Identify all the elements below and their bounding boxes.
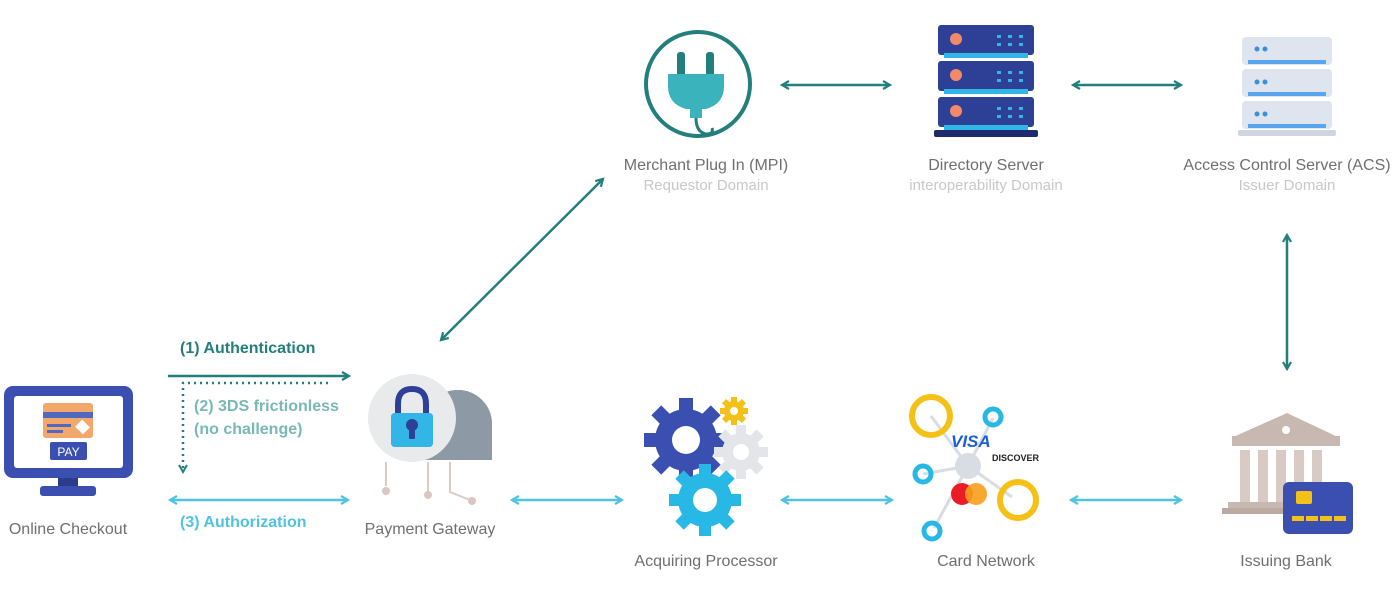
- arrow-gateway-mpi: [441, 179, 603, 340]
- step-authentication-label: (1) Authentication: [180, 340, 316, 357]
- light-server-icon: [1238, 37, 1336, 136]
- step-frictionless-line1: (2) 3DS frictionless: [194, 398, 339, 415]
- card-network-label: Card Network: [937, 553, 1035, 570]
- issuing-bank-label: Issuing Bank: [1240, 553, 1332, 570]
- step-frictionless-line2: (no challenge): [194, 421, 303, 438]
- step-frictionless-label: (2) 3DS frictionless (no challenge): [194, 395, 339, 441]
- directory-server-label-group: Directory Server interoperability Domain: [876, 157, 1096, 194]
- online-checkout-label: Online Checkout: [8, 521, 128, 538]
- visa-logo: VISA: [951, 432, 991, 451]
- arrow-frictionless: [183, 381, 328, 472]
- mpi-domain: Requestor Domain: [643, 177, 769, 194]
- acquiring-processor-label: Acquiring Processor: [634, 553, 778, 570]
- padlock-gateway-icon: [368, 374, 492, 505]
- card-network-icon: VISA DISCOVER: [909, 394, 1040, 542]
- step-authorization-label: (3) Authorization: [180, 514, 307, 531]
- directory-server-label: Directory Server: [928, 157, 1044, 174]
- payment-gateway-label: Payment Gateway: [364, 521, 496, 538]
- mpi-label: Merchant Plug In (MPI): [623, 157, 789, 174]
- bank-card-icon: [1222, 413, 1353, 534]
- mpi-label-group: Merchant Plug In (MPI) Requestor Domain: [598, 157, 814, 194]
- monitor-pay-icon: PAY: [4, 386, 133, 496]
- server-stack-icon: [934, 25, 1038, 137]
- acs-label-group: Access Control Server (ACS) Issuer Domai…: [1176, 157, 1398, 194]
- pay-button-text: PAY: [57, 445, 79, 459]
- acs-domain: Issuer Domain: [1238, 177, 1336, 194]
- gears-icon: [644, 397, 768, 536]
- plug-icon: [644, 30, 752, 138]
- acs-label: Access Control Server (ACS): [1183, 157, 1391, 174]
- directory-server-domain: interoperability Domain: [909, 177, 1063, 194]
- discover-logo: DISCOVER: [992, 453, 1040, 463]
